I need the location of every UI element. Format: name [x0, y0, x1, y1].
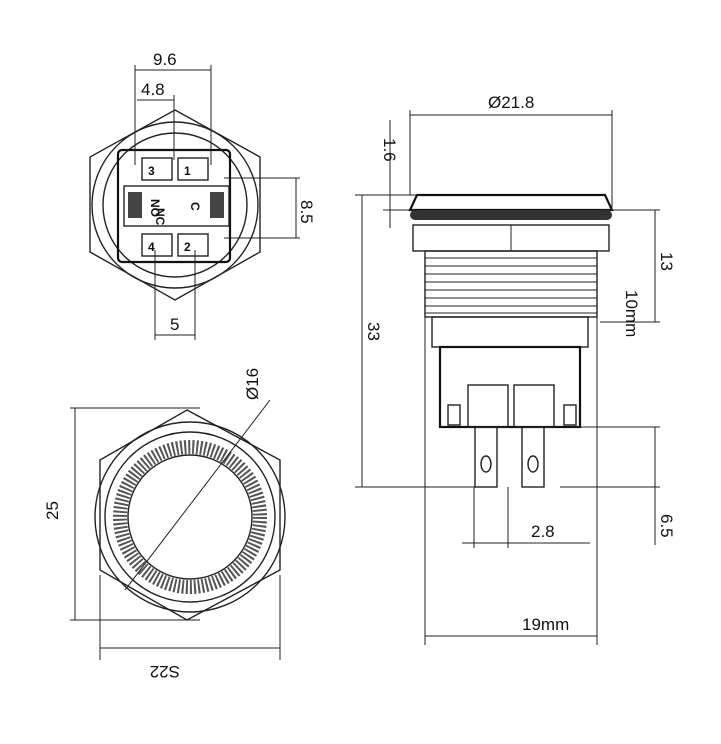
side-view: Ø21.8 1.6 33 13 10mm 2.8 6.5 19mm — [355, 93, 676, 645]
side-body-collar — [431, 316, 589, 348]
back-ring-outer — [91, 121, 259, 289]
terminal-hole-2 — [527, 455, 539, 473]
side-thread — [424, 250, 598, 318]
pin-3-terminal — [141, 157, 173, 181]
pin-label-1: 1 — [184, 164, 191, 178]
dim-text-16: Ø16 — [243, 368, 262, 400]
dim-text-6-5: 6.5 — [657, 514, 676, 538]
front-ring-outer — [94, 421, 286, 613]
side-thread-lines — [425, 257, 597, 314]
side-clip-right — [563, 404, 577, 426]
pin-label-2: 2 — [184, 240, 191, 254]
back-view: 1 2 3 4 NO NC C 9.6 4.8 8.5 5 — [89, 50, 316, 340]
terminal-base-2 — [513, 384, 555, 428]
dim-text-5: 5 — [170, 315, 179, 334]
dim-text-s22: S22 — [150, 662, 180, 681]
dim-text-1-6: 1.6 — [380, 138, 399, 162]
dim-text-10mm: 10mm — [622, 290, 641, 337]
label-no: NO — [148, 199, 162, 217]
front-button — [127, 454, 253, 580]
terminal-base-1 — [467, 384, 509, 428]
dim-line-16 — [124, 399, 271, 591]
back-ring-inner — [102, 132, 248, 278]
pin-1-terminal — [177, 157, 209, 181]
terminal-hole-1 — [480, 455, 492, 473]
side-clip-left — [447, 404, 461, 426]
back-center-strip — [123, 185, 230, 227]
led-pad-left — [128, 192, 142, 218]
dim-text-25: 25 — [43, 501, 62, 520]
side-head — [408, 193, 614, 212]
terminal-1 — [474, 426, 498, 488]
dim-text-2-8: 2.8 — [531, 522, 555, 541]
terminal-2 — [521, 426, 545, 488]
pin-label-3: 3 — [148, 164, 155, 178]
front-view: Ø16 25 S22 — [43, 368, 286, 681]
led-pad-right — [210, 192, 224, 218]
back-hex-nut — [89, 109, 261, 301]
label-nc: NC — [153, 208, 167, 226]
pin-4-terminal — [141, 233, 173, 257]
dim-text-9-6: 9.6 — [153, 50, 177, 69]
pin-label-4: 4 — [148, 240, 155, 254]
label-c: C — [188, 202, 202, 211]
front-ring-mid — [104, 431, 276, 603]
front-led-ring — [113, 440, 267, 594]
side-led-ring — [410, 210, 612, 220]
dim-text-21-8: Ø21.8 — [488, 93, 534, 112]
dim-text-8-5: 8.5 — [297, 200, 316, 224]
pin-2-terminal — [177, 233, 209, 257]
dim-text-33: 33 — [364, 322, 383, 341]
dim-text-19mm: 19mm — [522, 615, 569, 634]
side-body — [438, 345, 582, 429]
dim-text-13: 13 — [657, 252, 676, 271]
dim-text-4-8: 4.8 — [141, 80, 165, 99]
